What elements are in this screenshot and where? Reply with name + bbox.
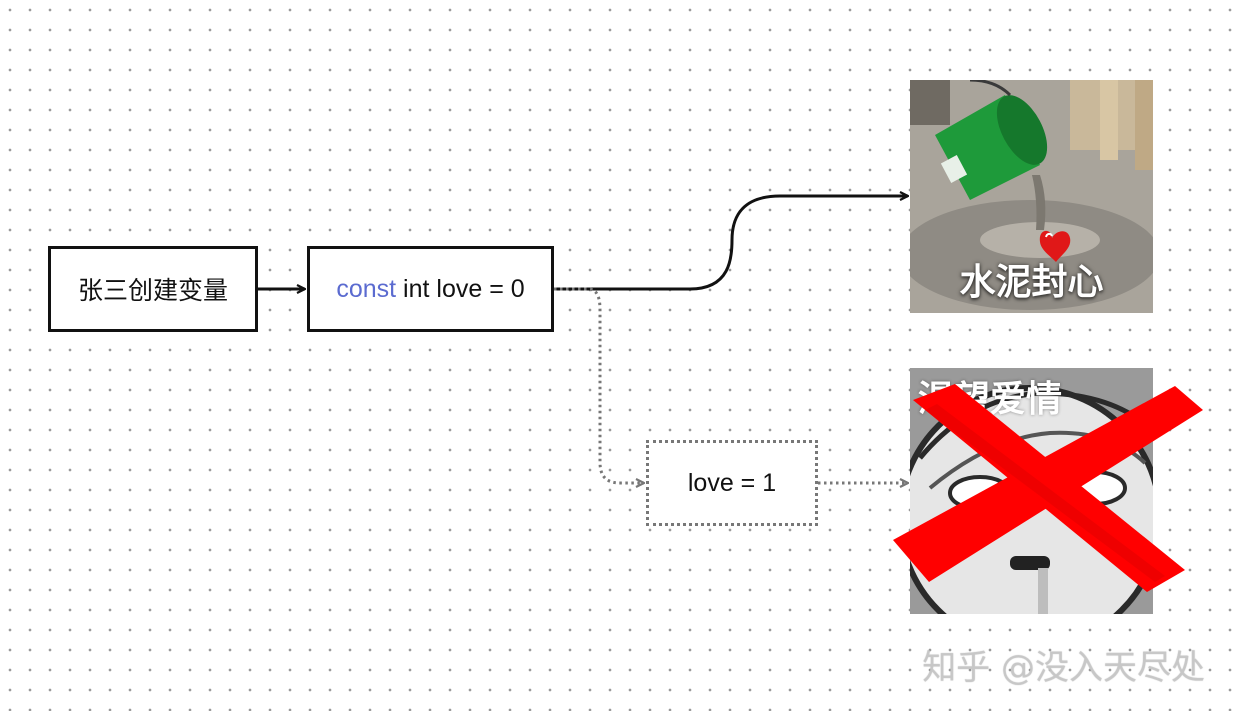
const-keyword: const xyxy=(336,274,397,303)
edge-declaration-to-assignment xyxy=(554,287,644,483)
cement-scene-illustration xyxy=(910,80,1153,313)
node-assignment[interactable]: love = 1 xyxy=(646,440,818,526)
red-cross-icon xyxy=(893,384,1203,592)
watermark-text: 知乎 @没入天尽处 xyxy=(922,648,1205,688)
cement-caption: 水泥封心 xyxy=(959,262,1104,303)
node-const-declaration[interactable]: const int love = 0 xyxy=(307,246,554,332)
cement-heart-meme-image: 水泥封心 xyxy=(910,80,1153,313)
node-create-variable-label: 张三创建变量 xyxy=(77,277,228,305)
heart-icon xyxy=(1039,230,1071,262)
declaration-rest: int love = 0 xyxy=(396,274,525,303)
node-create-variable[interactable]: 张三创建变量 xyxy=(48,246,258,332)
node-assignment-label: love = 1 xyxy=(687,468,777,497)
edge-declaration-to-cement xyxy=(554,196,908,291)
